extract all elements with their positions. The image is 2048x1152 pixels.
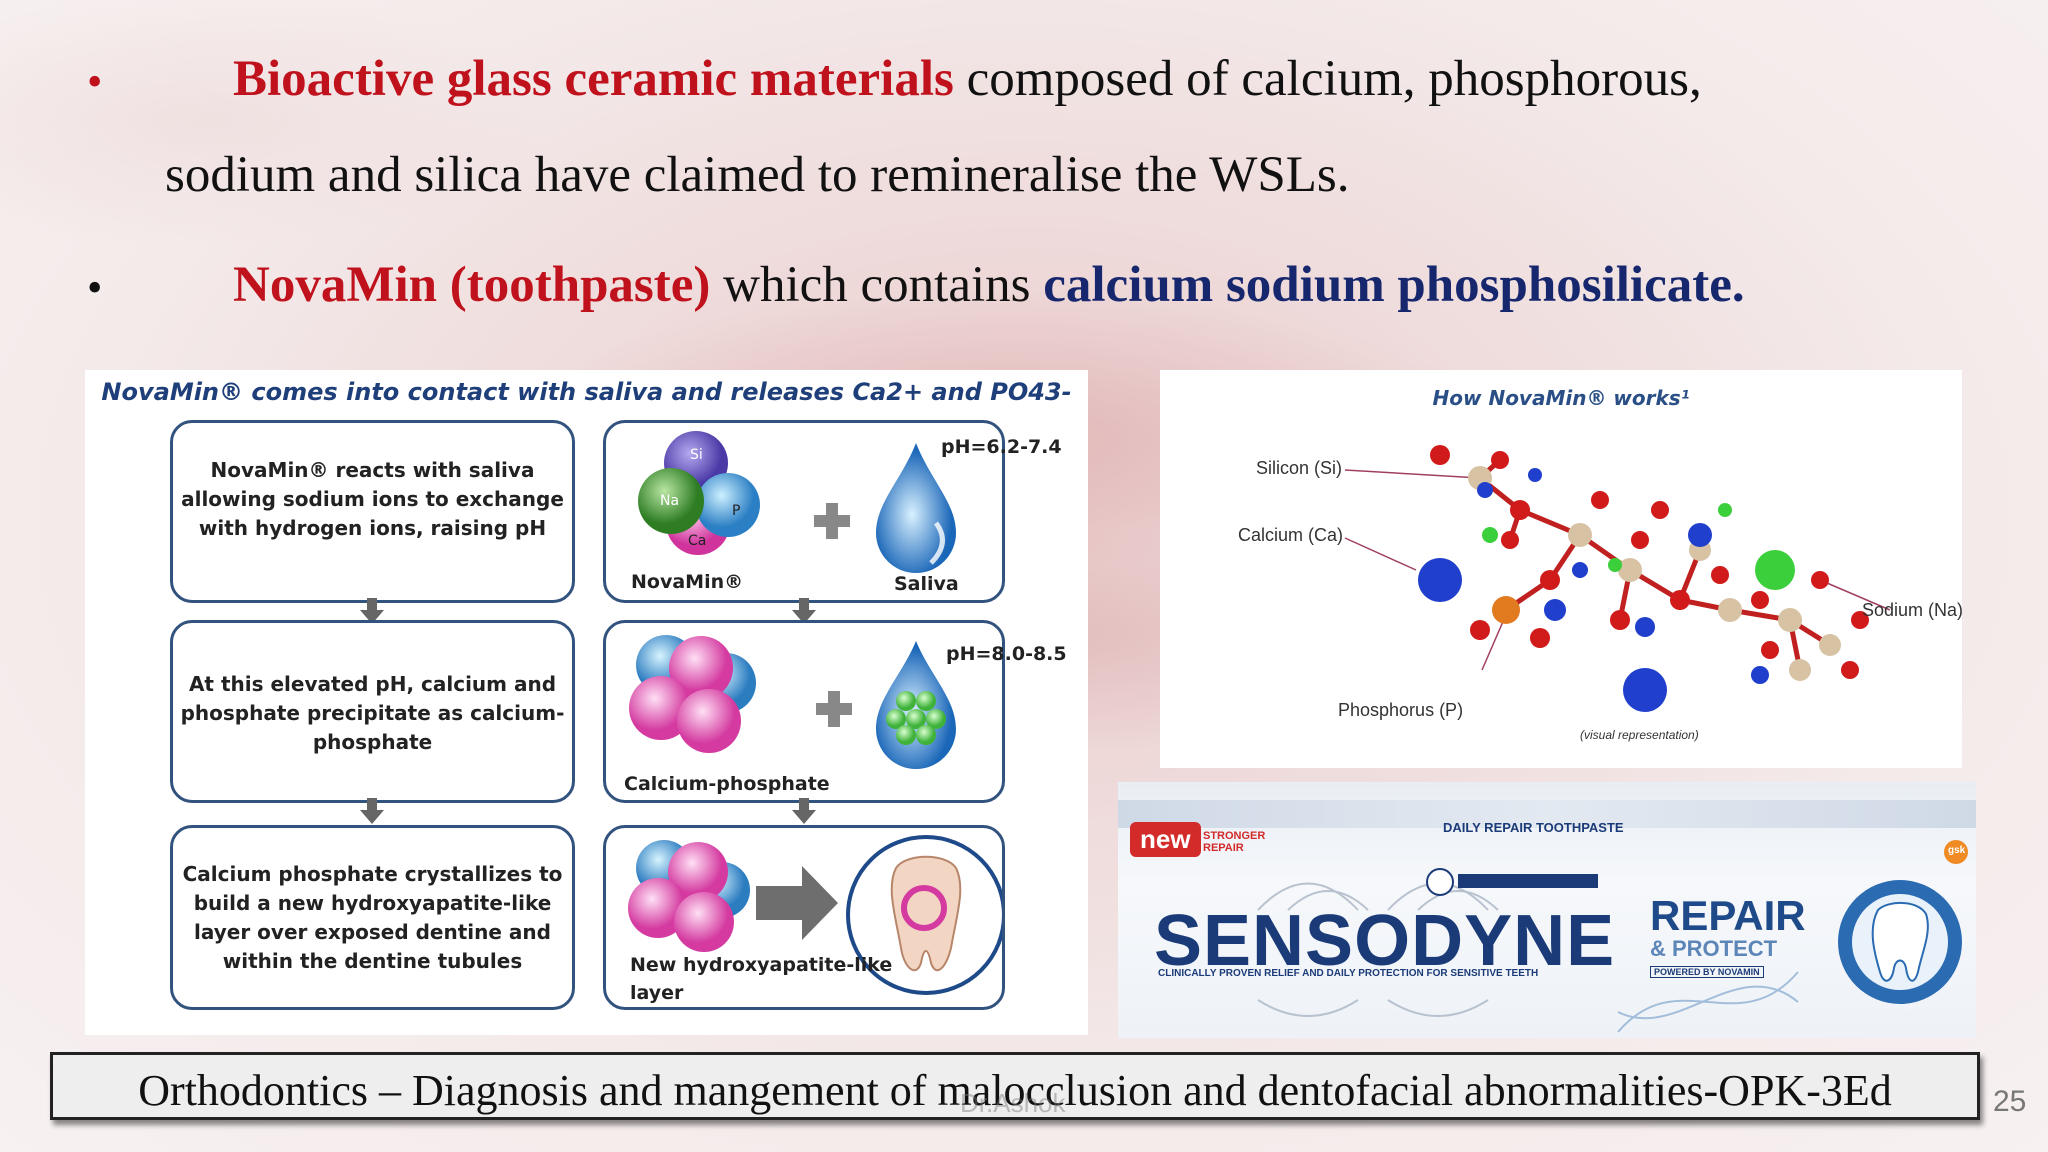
footer-bar: Orthodontics – Diagnosis and mangement o… <box>50 1052 1980 1120</box>
molecule-illustration <box>1344 445 1891 712</box>
slide-number: 25 <box>1993 1085 2027 1118</box>
brand-name: SENSODYNE <box>1154 901 1616 981</box>
sensodyne-product-image: DAILY REPAIR TOOTHPASTE new STRONGER REP… <box>1118 782 1976 1038</box>
bullet-1-highlight: Bioactive glass ceramic materials <box>233 51 954 107</box>
step-box-2: At this elevated pH, calcium and phospha… <box>170 620 575 803</box>
footer-citation: Orthodontics – Diagnosis and mangement o… <box>138 1066 1892 1115</box>
down-arrow-icon <box>360 798 384 824</box>
atom-na: Na <box>660 493 679 509</box>
bullet-dot-1: • <box>87 57 103 106</box>
step-1-text: NovaMin® reacts with saliva allowing sod… <box>173 456 572 543</box>
step-2-text: At this elevated pH, calcium and phospha… <box>173 670 572 757</box>
hydroxyapatite-label-1: New hydroxyapatite-like <box>630 954 893 976</box>
powered-text: POWERED BY NOVAMIN <box>1650 966 1764 978</box>
atom-p: P <box>732 503 740 519</box>
bullet-2-line: NovaMin (toothpaste) which contains calc… <box>233 260 1745 311</box>
right-arrow-icon <box>756 866 838 940</box>
ph-label-2: pH=8.0-8.5 <box>946 643 1067 665</box>
bullet-1-line-2: sodium and silica have claimed to remine… <box>165 147 1350 203</box>
down-arrow-icon <box>792 798 816 824</box>
step-3-line-4: within the dentine tubules <box>222 949 523 973</box>
step-2-line-3: phosphate <box>312 730 433 754</box>
protect-text: & PROTECT <box>1650 936 1778 961</box>
saliva-label: Saliva <box>894 573 959 595</box>
novamin-saliva-illustration: Si Na P Ca <box>638 431 956 573</box>
atom-si: Si <box>690 447 703 463</box>
daily-repair-text: DAILY REPAIR TOOTHPASTE <box>1443 820 1624 835</box>
step-2-line-2: phosphate precipitate as calcium- <box>180 701 565 725</box>
illustration-box-1: Si Na P Ca pH=6.2-7.4 NovaMin® Saliva <box>603 420 1062 603</box>
hydroxyapatite-illustration <box>628 835 1006 995</box>
repair-text: REPAIR <box>1650 892 1806 939</box>
calcium-phosphate-label: Calcium-phosphate <box>624 773 830 795</box>
illustration-box-2: pH=8.0-8.5 Calcium-phosphate <box>603 620 1067 803</box>
novamin-mechanism-diagram: NovaMin® comes into contact with saliva … <box>85 370 1088 1035</box>
step-2-line-1: At this elevated pH, calcium and <box>188 672 557 696</box>
bullet-2-highlight: NovaMin (toothpaste) <box>233 257 711 313</box>
step-1-line-3: with hydrogen ions, raising pH <box>198 516 547 540</box>
label-calcium: Calcium (Ca) <box>1238 525 1344 545</box>
step-box-1: NovaMin® reacts with saliva allowing sod… <box>170 420 575 603</box>
novamin-molecule-diagram: How NovaMin® works¹ <box>1160 370 1964 768</box>
ph-label-1: pH=6.2-7.4 <box>941 436 1062 458</box>
footer-author: Dr.Ashok <box>960 1088 1066 1118</box>
hydroxyapatite-label-2: layer <box>630 982 684 1004</box>
saliva-drop-icon <box>876 443 956 573</box>
label-sodium: Sodium (Na) <box>1862 600 1964 620</box>
diagram-title: NovaMin® comes into contact with saliva … <box>101 378 1072 406</box>
step-3-line-3: layer over exposed dentine and <box>194 920 551 944</box>
plus-icon <box>816 691 852 727</box>
step-3-text: Calcium phosphate crystallizes to build … <box>173 860 572 976</box>
tooth-icon <box>1871 902 1929 982</box>
bullet-2-compound: calcium sodium phosphosilicate. <box>1043 257 1745 313</box>
label-silicon: Silicon (Si) <box>1256 458 1343 478</box>
claim-text: CLINICALLY PROVEN RELIEF AND DAILY PROTE… <box>1158 968 1539 979</box>
calcium-phosphate-illustration <box>629 635 956 769</box>
bullet-2-text: which contains <box>710 257 1044 313</box>
bullet-dot-2: • <box>87 263 103 312</box>
step-3-line-1: Calcium phosphate crystallizes to <box>182 862 563 886</box>
stronger-repair-text: STRONGER REPAIR <box>1203 830 1266 854</box>
bullet-1-line-1: Bioactive glass ceramic materials compos… <box>233 54 1702 105</box>
plus-icon <box>814 503 850 539</box>
label-visual-representation: (visual representation) <box>1580 728 1699 742</box>
new-badge: new <box>1130 822 1201 857</box>
step-3-line-2: build a new hydroxyapatite-like <box>193 891 552 915</box>
molecule-title: How NovaMin® works¹ <box>1432 386 1690 410</box>
atom-ca: Ca <box>688 533 706 549</box>
step-1-line-2: allowing sodium ions to exchange <box>181 487 564 511</box>
bullet-1-text: composed of calcium, phosphorous, <box>953 51 1702 107</box>
gsk-logo-icon <box>1944 840 1968 864</box>
label-phosphorus: Phosphorus (P) <box>1338 700 1464 720</box>
step-box-3: Calcium phosphate crystallizes to build … <box>170 825 575 1010</box>
gsk-text: gsk <box>1948 845 1966 856</box>
illustration-box-3: New hydroxyapatite-like layer <box>603 825 1006 1010</box>
step-1-line-1: NovaMin® reacts with saliva <box>210 458 535 482</box>
novamin-label: NovaMin® <box>631 571 744 593</box>
